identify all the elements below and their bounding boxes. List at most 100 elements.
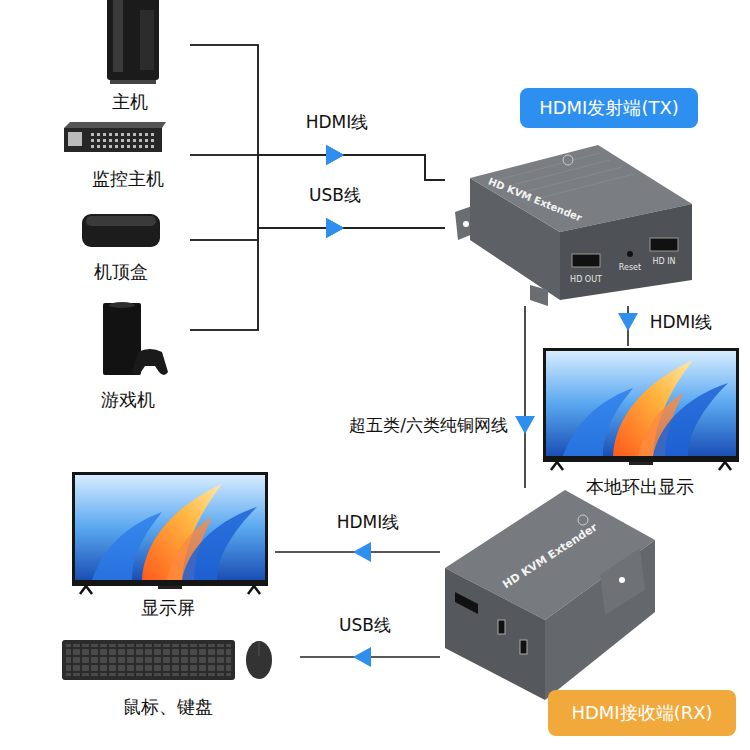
rx-extender-part <box>520 640 527 654</box>
remote-monitor <box>72 472 268 594</box>
device-node: 显示屏 <box>65 470 275 620</box>
arrow-head <box>326 145 344 165</box>
tx-extender-part <box>572 254 600 267</box>
device-node: 鼠标、键盘 <box>55 632 300 720</box>
cable-line <box>190 228 445 330</box>
rx-extender <box>445 490 655 700</box>
device-print: HD OUT <box>570 276 602 284</box>
cable-connector <box>190 145 445 330</box>
device-label: 本地环出显示 <box>586 478 694 496</box>
remote-monitor-part <box>72 472 268 594</box>
device-node: 机顶盒 <box>70 205 190 285</box>
cable-connector <box>515 306 535 488</box>
cable-connector <box>190 145 445 180</box>
badge-label: HDMI发射端(TX) <box>539 99 679 117</box>
cable-line <box>190 155 445 228</box>
cable-line <box>190 155 445 180</box>
device-node: 主机 <box>80 0 190 115</box>
cable-line <box>190 45 445 228</box>
cable-label: USB线 <box>309 187 361 204</box>
rx-extender-part <box>445 568 545 700</box>
cable-line <box>190 155 445 330</box>
nvr-recorder-part <box>64 128 162 152</box>
cable-label: HDMI线 <box>306 114 369 131</box>
device-label: 监控主机 <box>92 170 164 188</box>
keyboard-mouse <box>62 640 272 680</box>
arrow-head <box>326 218 344 238</box>
arrow-head <box>353 647 371 667</box>
set-top-box-part <box>82 214 160 247</box>
device-print: HD KVM Extender <box>487 177 583 224</box>
cable-connector <box>190 155 445 238</box>
set-top-box-part <box>86 216 156 226</box>
cable-connector <box>190 218 445 330</box>
local-monitor <box>543 348 739 470</box>
device-label: 游戏机 <box>101 391 155 409</box>
arrow-head <box>326 218 344 238</box>
device-label: 主机 <box>112 93 148 111</box>
nvr-recorder-part <box>90 131 156 149</box>
rx-extender-part <box>498 620 505 634</box>
device-node: HD KVM Extender <box>440 488 660 688</box>
title-badge: HDMI接收端(RX) <box>548 690 736 736</box>
arrow-head <box>326 145 344 165</box>
tx-extender-part <box>650 238 678 251</box>
arrow-head <box>326 218 344 238</box>
tx-extender-part <box>530 285 548 306</box>
nvr-recorder-part <box>64 122 166 128</box>
badge-label: HDMI接收端(RX) <box>571 704 712 722</box>
arrow-head <box>326 145 344 165</box>
keyboard-mouse-part <box>62 640 235 680</box>
cable-label: HDMI线 <box>337 514 400 531</box>
pc-tower-part <box>110 80 156 84</box>
cable-label: 超五类/六类纯铜网线 <box>349 417 508 434</box>
tx-extender-part <box>563 155 573 165</box>
device-node: HD KVM Extender HD OUT Reset HD IN <box>445 138 695 306</box>
keyboard-mouse-part <box>246 641 272 679</box>
cable-line <box>190 228 445 240</box>
rx-extender-part <box>600 548 645 615</box>
cable-connector <box>300 647 440 667</box>
device-label: 鼠标、键盘 <box>123 698 213 716</box>
device-node: 游戏机 <box>85 296 190 412</box>
game-console-part <box>109 302 135 308</box>
title-badge: HDMI发射端(TX) <box>520 88 698 128</box>
cable-connector <box>275 542 440 562</box>
device-label: 显示屏 <box>141 599 195 617</box>
game-console <box>103 302 168 375</box>
cable-line <box>190 45 445 180</box>
cable-label: USB线 <box>339 617 391 634</box>
rx-extender-part <box>619 577 625 583</box>
game-console-part <box>132 349 168 375</box>
pc-tower-part <box>107 0 159 80</box>
local-monitor-part <box>543 348 739 470</box>
device-node: 本地环出显示 <box>540 346 740 498</box>
keyboard-mouse-part <box>66 644 231 676</box>
pc-tower-part <box>113 0 123 72</box>
pc-tower-part <box>140 10 154 70</box>
arrow-head <box>326 218 344 238</box>
tx-extender-part <box>463 221 469 227</box>
device-label: 机顶盒 <box>94 263 148 281</box>
cable-label: HDMI线 <box>650 314 713 331</box>
cable-connector <box>190 45 445 180</box>
device-print: HD KVM Extender <box>501 521 599 590</box>
tx-extender <box>455 145 692 306</box>
rx-extender-part <box>545 540 655 700</box>
keyboard-mouse-part <box>259 642 260 656</box>
cable-connector <box>190 45 445 238</box>
cable-connector <box>618 306 638 346</box>
cable-connector <box>190 145 445 240</box>
nvr-recorder-part <box>68 132 82 146</box>
pc-tower <box>107 0 159 84</box>
arrow-head <box>353 542 371 562</box>
device-node: 监控主机 <box>55 116 190 190</box>
device-print: Reset <box>619 264 641 272</box>
rx-extender-part <box>578 515 588 525</box>
device-print: HD IN <box>652 258 675 266</box>
set-top-box <box>82 214 160 247</box>
cable-line <box>524 306 526 488</box>
